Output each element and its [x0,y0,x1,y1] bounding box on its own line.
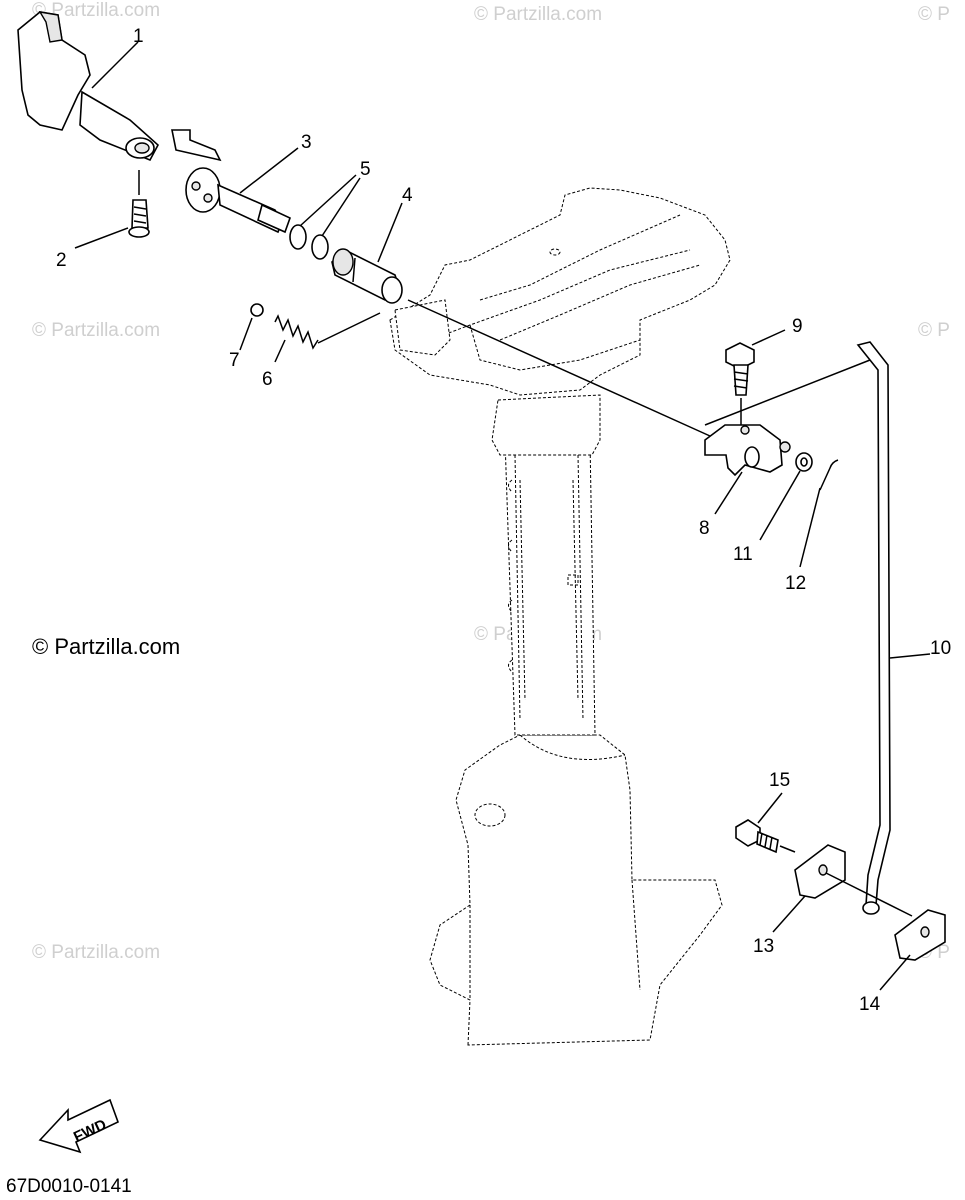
leader-3 [239,147,299,194]
leader-11 [759,470,801,541]
part-15-bolt [735,819,796,854]
callout-12: 12 [785,573,806,594]
watermark-mid-right: © P [918,320,950,341]
part-2-screw [128,170,150,238]
leader-12 [799,487,821,568]
part-1-lever [17,11,160,162]
callout-8: 8 [699,518,710,539]
shaft-axis-line [407,299,711,437]
watermark-top-right: © P [918,4,950,25]
callout-9: 9 [792,316,803,337]
leader-7 [239,317,253,351]
leader-1 [91,41,139,89]
part-5-o-rings [289,224,329,260]
leader-10 [889,653,931,659]
part-8-bracket [704,424,791,477]
part-12-cotter-pin [819,459,839,491]
callout-1: 1 [133,26,144,47]
leader-15 [757,792,783,824]
part-3-shaft [171,129,291,234]
watermark-mid-left: © Partzilla.com [32,320,160,341]
part-14-clamp [894,909,946,961]
leader-lines [74,41,931,991]
part-9-bolt [725,342,755,425]
callout-15: 15 [769,770,790,791]
callout-13: 13 [753,936,774,957]
callout-5: 5 [360,159,371,180]
leader-13 [772,895,806,933]
part-13-clamp [794,844,913,917]
leader-14 [879,954,911,991]
lower-casing [429,394,723,1046]
part-6-spring [274,312,381,350]
callout-11: 11 [733,544,753,565]
leader-2 [74,227,129,249]
watermark-low-left: © Partzilla.com [32,942,160,963]
diagram-code: 67D0010-0141 [6,1176,132,1197]
callout-3: 3 [301,132,312,153]
leader-4 [377,202,403,263]
watermark-left-strong: © Partzilla.com [32,634,180,659]
part-7-ball [250,303,264,317]
leader-5b [321,177,361,237]
callout-4: 4 [402,185,413,206]
fwd-arrow: FWD [38,1098,120,1154]
part-4-bushing [331,248,403,304]
leader-8 [714,471,743,515]
watermark-top-center: © Partzilla.com [474,4,602,25]
callout-14: 14 [859,994,881,1015]
leader-9 [751,329,786,346]
watermark-top-left: © Partzilla.com [32,0,160,21]
leader-5a [299,174,357,227]
callout-2: 2 [56,250,67,271]
part-11-washer [795,452,813,472]
callouts: 1 2 3 4 5 6 7 8 9 10 11 12 13 14 15 [56,26,951,1015]
callout-7: 7 [229,350,240,371]
upper-casing [389,187,731,396]
leader-6 [274,339,286,363]
part-10-rod [704,341,891,915]
callout-6: 6 [262,369,273,390]
callout-10: 10 [930,638,951,659]
